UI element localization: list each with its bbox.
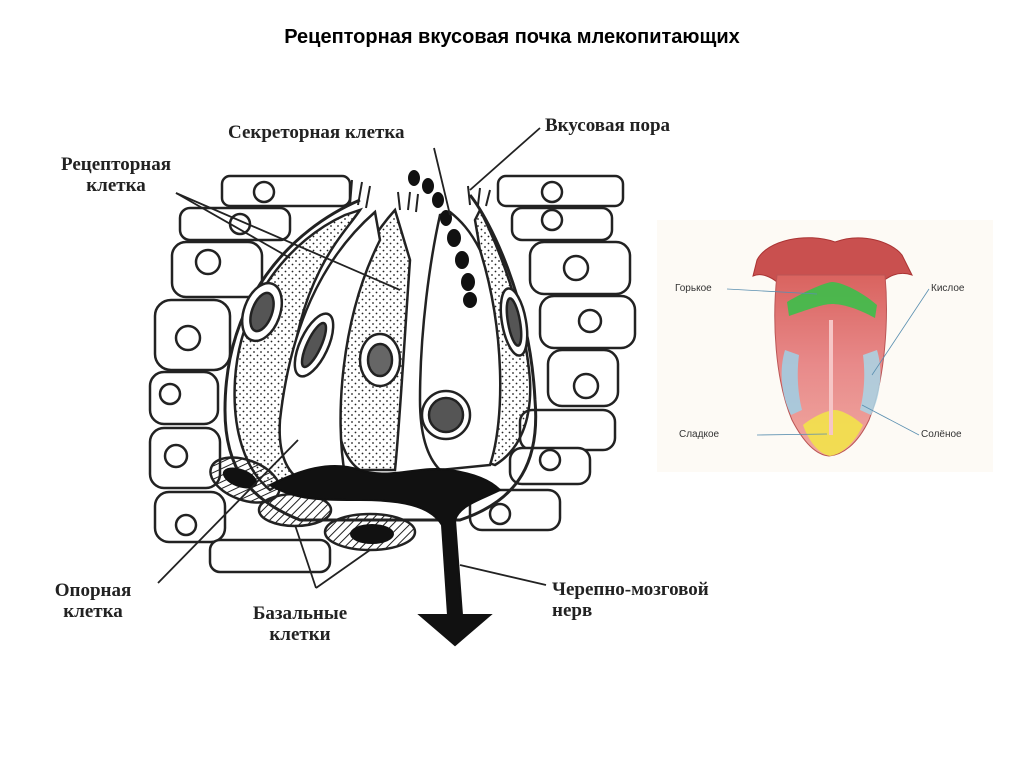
- epithelial-cells-left: [148, 174, 352, 574]
- taste-pore-label: Вкусовая пора: [545, 115, 671, 136]
- basal-cells-label: Базальные клетки: [230, 603, 370, 645]
- tongue-illustration: [726, 237, 930, 457]
- cranial-nerve-label-line1: Черепно-мозговой: [552, 579, 709, 600]
- basal-cells-label-line1: Базальные: [252, 603, 348, 624]
- tongue-taste-map: Горькое Кислое Сладкое Солёное: [657, 220, 993, 472]
- cranial-nerve-label-line2: нерв: [552, 600, 593, 621]
- basal-cells-label-line2: клетки: [269, 624, 331, 645]
- cranial-nerve-label: Черепно-мозговой нерв: [552, 579, 709, 621]
- secretory-granules: [408, 170, 477, 308]
- sour-zone-right: [860, 350, 881, 415]
- receptor-cell-label: Рецепторная клетка: [36, 154, 196, 196]
- leader-lines: [157, 127, 547, 589]
- sour-label: Кислое: [931, 283, 965, 294]
- receptor-cell-label-line1: Рецепторная: [61, 154, 171, 175]
- support-cell-label: Опорная клетка: [28, 580, 158, 622]
- bitter-zone: [787, 282, 877, 318]
- basal-cells: [209, 456, 417, 552]
- sweet-label: Сладкое: [679, 429, 720, 440]
- secretory-cell-label: Секреторная клетка: [228, 122, 405, 143]
- bitter-label: Горькое: [675, 283, 712, 294]
- slide-title: Рецепторная вкусовая почка млекопитающих: [284, 26, 740, 48]
- cell-nuclei: [240, 281, 529, 441]
- sour-zone-left: [781, 350, 802, 415]
- cranial-nerve-shape: [267, 464, 502, 647]
- microvilli: [349, 179, 491, 213]
- tongue-leader-lines: [726, 288, 930, 436]
- epithelial-nuclei-right: [488, 180, 603, 526]
- salty-label: Солёное: [921, 429, 962, 440]
- tongue-root: [752, 237, 913, 283]
- receptor-cell-label-line2: клетка: [86, 175, 146, 196]
- support-cell-label-line1: Опорная: [54, 580, 132, 601]
- support-cell-label-line2: клетка: [63, 601, 123, 622]
